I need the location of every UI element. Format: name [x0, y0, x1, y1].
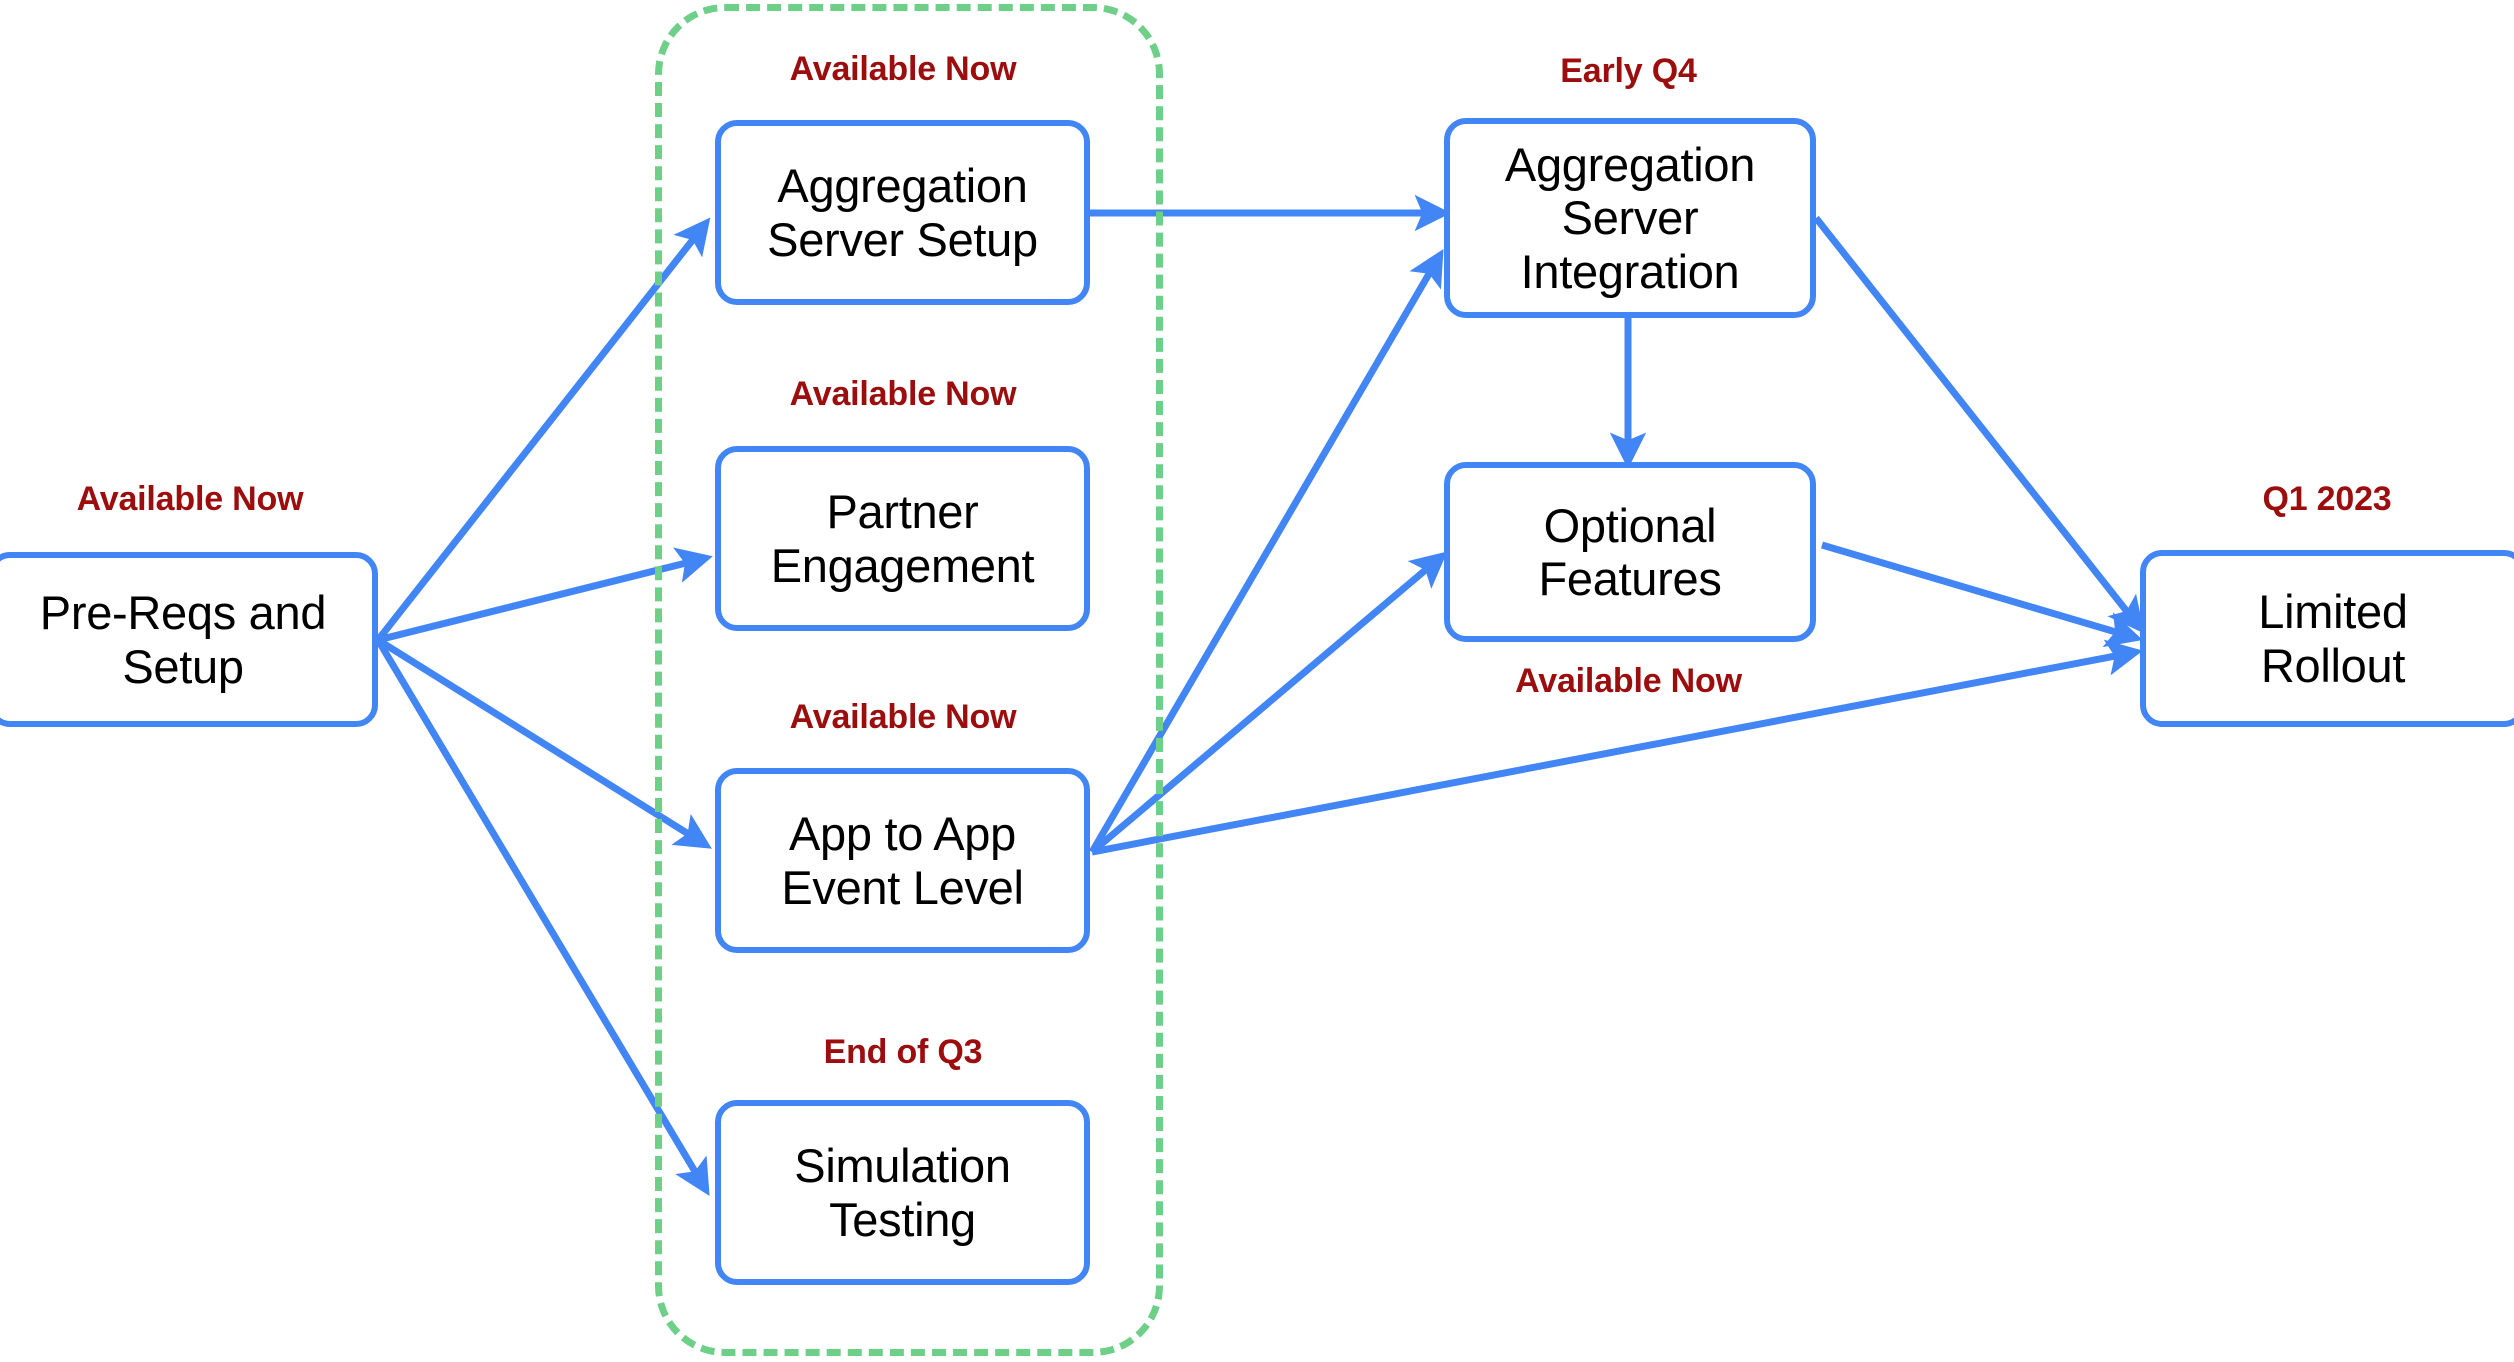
node-aggregation-server-integration[interactable]: Aggregation Server Integration: [1444, 118, 1816, 318]
node-limited-rollout[interactable]: Limited Rollout: [2140, 550, 2514, 727]
stage-label-aggregation-server-integration: Early Q4: [1560, 52, 1697, 90]
stage-label-pre-reqs: Available Now: [76, 480, 304, 518]
node-aggregation-server-setup[interactable]: Aggregation Server Setup: [715, 120, 1090, 305]
stage-label-app-to-app-event-level: Available Now: [789, 698, 1017, 736]
stage-label-aggregation-server-setup: Available Now: [789, 50, 1017, 88]
node-optional-features[interactable]: Optional Features: [1444, 462, 1816, 642]
node-app-to-app-event-level[interactable]: App to App Event Level: [715, 768, 1090, 953]
node-partner-engagement[interactable]: Partner Engagement: [715, 446, 1090, 631]
available-now-group-container: [655, 4, 1163, 1356]
stage-label-optional-features: Available Now: [1515, 662, 1742, 700]
node-pre-reqs-and-setup[interactable]: Pre-Reqs and Setup: [0, 552, 378, 727]
edge-agg-integration-to-limited-rollout: [1813, 215, 2145, 634]
stage-label-limited-rollout: Q1 2023: [2262, 480, 2392, 518]
edge-optional-to-limited-rollout: [1821, 541, 2143, 648]
stage-label-partner-engagement: Available Now: [789, 375, 1017, 413]
stage-label-simulation-testing: End of Q3: [823, 1033, 983, 1071]
node-simulation-testing[interactable]: Simulation Testing: [715, 1100, 1090, 1285]
